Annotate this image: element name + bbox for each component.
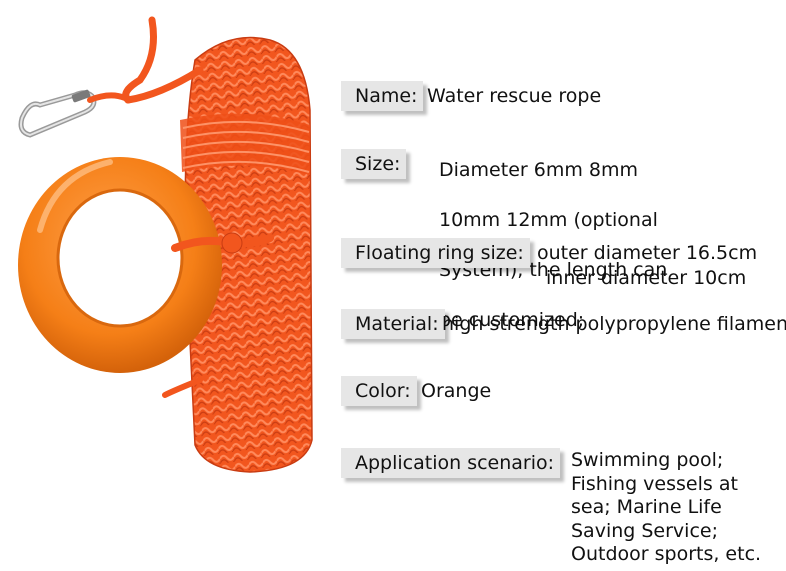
product-image (18, 16, 313, 473)
floating-ring-label: Floating ring size: (341, 238, 530, 268)
color-value: Orange (421, 380, 492, 402)
floating-ring-value: outer diameter 16.5cm inner diameter 10c… (537, 241, 757, 291)
application-line: sea; Marine Life (571, 496, 722, 518)
color-label: Color: (341, 376, 417, 406)
name-label: Name: (341, 81, 424, 111)
application-line: Fishing vessels at (571, 472, 738, 495)
floating-ring-icon (18, 157, 222, 373)
size-line: be customized; (439, 309, 585, 331)
material-value: high strength polypropylene filament (442, 313, 786, 335)
application-label: Application scenario: (341, 448, 561, 478)
material-label: Material: (341, 309, 445, 339)
size-line: 10mm 12mm (optional (439, 209, 658, 231)
floating-ring-line: inner diameter 10cm (546, 267, 747, 289)
carabiner-icon (18, 89, 97, 138)
application-line: Swimming pool; (571, 449, 724, 471)
application-line: Outdoor sports, etc. (571, 543, 762, 565)
floating-ring-line: outer diameter 16.5cm (537, 242, 758, 264)
size-line: Diameter 6mm 8mm (439, 159, 638, 181)
size-label: Size: (341, 149, 407, 179)
application-value: Swimming pool; Fishing vessels at sea; M… (571, 449, 761, 567)
name-value: Water rescue rope (427, 85, 602, 107)
application-line: Saving Service; (571, 519, 718, 542)
size-value: Diameter 6mm 8mm 10mm 12mm (optional Sys… (439, 133, 667, 358)
